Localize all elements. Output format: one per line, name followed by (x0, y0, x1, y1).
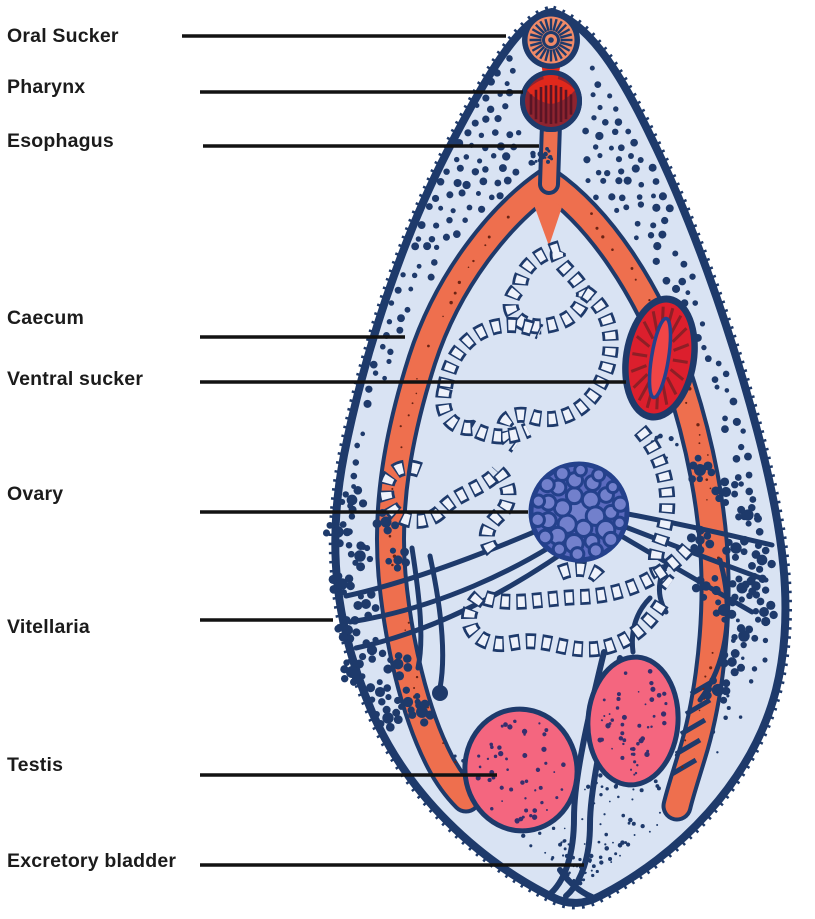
ovary (528, 461, 630, 563)
ventral-sucker (622, 295, 698, 421)
leader-lines (182, 34, 626, 867)
oral-sucker-and-pharynx (520, 11, 582, 132)
testes (462, 654, 681, 834)
label-oral-sucker: Oral Sucker (7, 25, 119, 47)
label-excretory-bladder: Excretory bladder (7, 850, 177, 872)
label-esophagus: Esophagus (7, 130, 114, 152)
label-vitellaria: Vitellaria (7, 616, 90, 638)
label-testis: Testis (7, 754, 64, 776)
label-pharynx: Pharynx (7, 76, 86, 98)
label-ventral-sucker: Ventral sucker (7, 368, 144, 390)
label-caecum: Caecum (7, 307, 85, 329)
uterus-egg-coils (378, 240, 695, 658)
label-ovary: Ovary (7, 483, 64, 505)
